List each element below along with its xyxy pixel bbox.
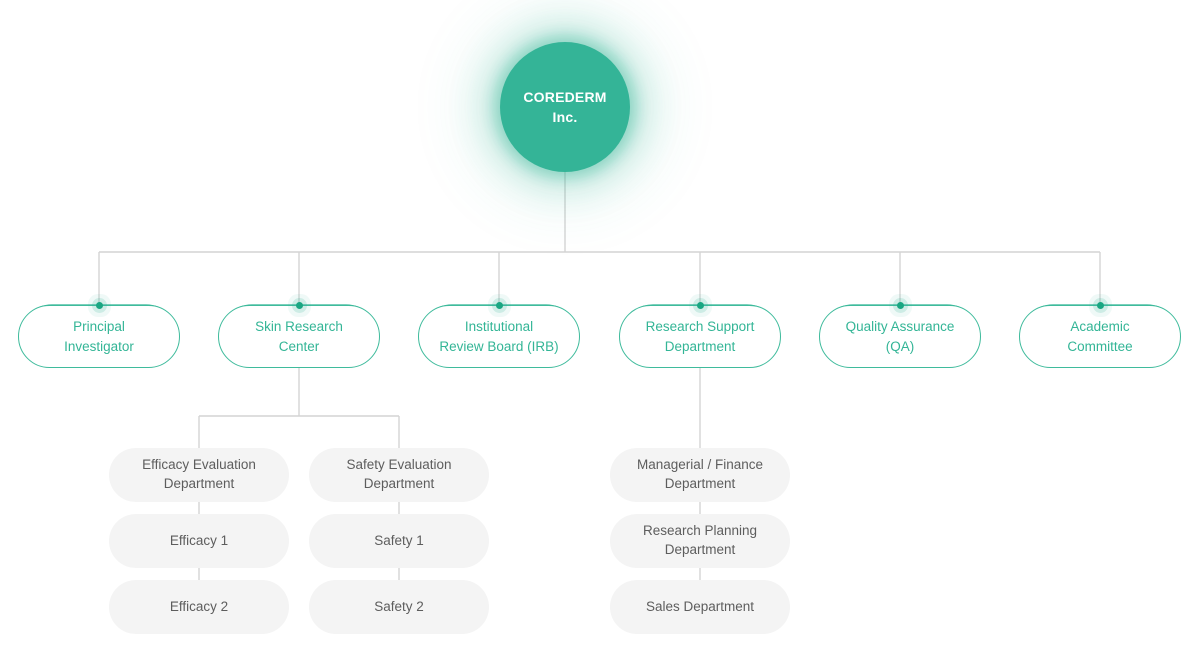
node-safety-2-line1: Safety 2 xyxy=(374,598,424,614)
node-institutional-review-board[interactable]: Institutional Review Board (IRB) xyxy=(418,305,580,368)
connection-dot-skin-research-center xyxy=(295,301,303,309)
node-quality-assurance[interactable]: Quality Assurance (QA) xyxy=(819,305,981,368)
node-efficacy-evaluation-department-line1: Efficacy Evaluation xyxy=(142,457,256,473)
node-managerial-finance-department-line2: Department xyxy=(664,476,736,491)
node-skin-research-center-line2: Center xyxy=(278,338,320,354)
node-managerial-finance-department-line1: Managerial / Finance xyxy=(636,457,764,473)
node-research-planning-department[interactable]: Research Planning Department xyxy=(610,514,790,568)
node-sales-department-line1: Sales Department xyxy=(645,598,755,614)
node-sales-department[interactable]: Sales Department xyxy=(610,580,790,634)
node-quality-assurance-line1: Quality Assurance xyxy=(845,319,955,335)
node-academic-committee[interactable]: Academic Committee xyxy=(1019,305,1181,368)
node-efficacy-2[interactable]: Efficacy 2 xyxy=(109,580,289,634)
connection-dot-principal-investigator xyxy=(95,301,103,309)
node-safety-1[interactable]: Safety 1 xyxy=(309,514,489,568)
node-research-support-department-line2: Department xyxy=(664,338,736,354)
node-institutional-review-board-line1: Institutional xyxy=(464,319,534,335)
node-research-planning-department-line1: Research Planning xyxy=(642,523,758,539)
node-institutional-review-board-line2: Review Board (IRB) xyxy=(439,338,559,354)
node-research-support-department-line1: Research Support xyxy=(645,319,755,335)
node-research-support-department[interactable]: Research Support Department xyxy=(619,305,781,368)
node-efficacy-evaluation-department-line2: Department xyxy=(163,476,235,491)
node-efficacy-2-line1: Efficacy 2 xyxy=(169,598,229,614)
pill-top-highlights xyxy=(19,304,1180,337)
node-research-planning-department-line2: Department xyxy=(664,542,736,557)
node-principal-investigator-line1: Principal xyxy=(73,319,125,335)
node-academic-committee-line1: Academic xyxy=(1070,319,1130,335)
connection-dot-research-support-department xyxy=(696,301,704,309)
node-safety-1-line1: Safety 1 xyxy=(374,532,424,548)
node-safety-evaluation-department-line2: Department xyxy=(363,476,435,491)
node-quality-assurance-line2: (QA) xyxy=(885,338,915,354)
node-managerial-finance-department[interactable]: Managerial / Finance Department xyxy=(610,448,790,502)
root-node-label-line1: COREDERM xyxy=(523,88,607,105)
root-node-corederm[interactable]: COREDERM Inc. xyxy=(500,42,630,172)
node-safety-2[interactable]: Safety 2 xyxy=(309,580,489,634)
node-principal-investigator-line2: Investigator xyxy=(64,338,134,354)
node-efficacy-1[interactable]: Efficacy 1 xyxy=(109,514,289,568)
node-academic-committee-line2: Committee xyxy=(1067,338,1133,354)
node-safety-evaluation-department[interactable]: Safety Evaluation Department xyxy=(309,448,489,502)
connection-dot-quality-assurance xyxy=(896,301,904,309)
node-efficacy-evaluation-department[interactable]: Efficacy Evaluation Department xyxy=(109,448,289,502)
node-efficacy-1-line1: Efficacy 1 xyxy=(169,532,229,548)
root-node-label-line2: Inc. xyxy=(552,109,578,125)
connection-dot-academic-committee xyxy=(1096,301,1104,309)
node-skin-research-center[interactable]: Skin Research Center xyxy=(218,305,380,368)
node-principal-investigator[interactable]: Principal Investigator xyxy=(18,305,180,368)
node-skin-research-center-line1: Skin Research xyxy=(255,319,343,335)
node-safety-evaluation-department-line1: Safety Evaluation xyxy=(346,457,452,473)
connection-dot-institutional-review-board xyxy=(495,301,503,309)
